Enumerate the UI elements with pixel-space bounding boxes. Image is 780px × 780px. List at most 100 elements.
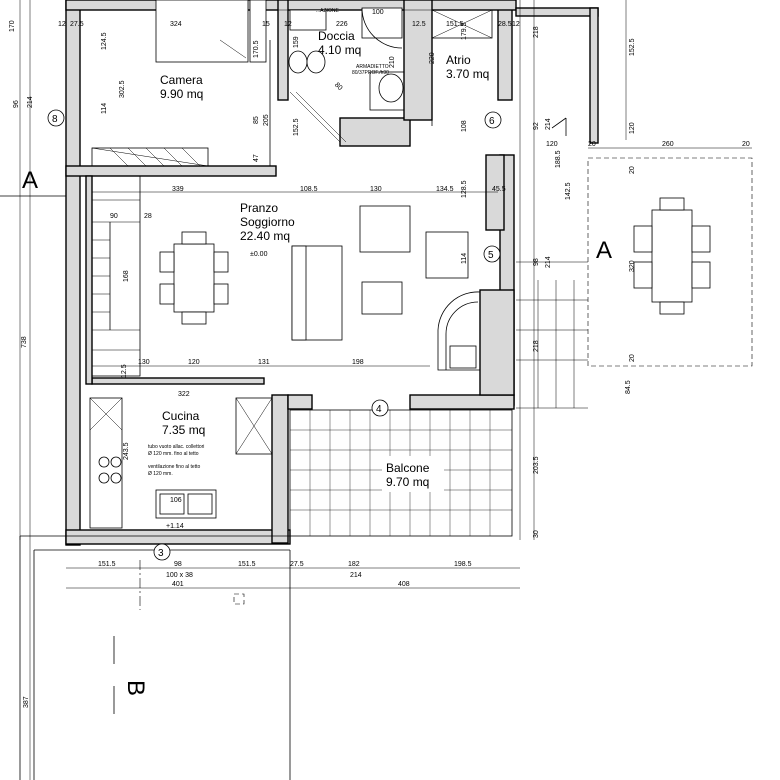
dim-right-6: 20 xyxy=(629,354,636,362)
dim-int-3: 134.5 xyxy=(436,186,454,193)
dim-int-12: 130 xyxy=(138,359,150,366)
dim-b1-5: 198.5 xyxy=(454,561,472,568)
dim-int-23: 220 xyxy=(429,52,436,64)
dim-top-9: 12 xyxy=(512,21,520,28)
dim-int-6: 131 xyxy=(258,359,270,366)
section-b: B xyxy=(122,680,149,696)
markers: 8 6 5 4 3 xyxy=(47,109,502,561)
dim-top-4: 12 xyxy=(284,21,292,28)
pranzo-level: ±0.00 xyxy=(250,251,268,258)
dim-right-10: 152.5 xyxy=(629,38,636,56)
dim-left-0: 170 xyxy=(9,20,16,32)
wardrobe-note-1: ARMADIETTO xyxy=(356,64,389,70)
dim-int-35: 84.5 xyxy=(625,380,632,394)
dim-int-36: 106 xyxy=(170,497,182,504)
dim-top-6: 12.5 xyxy=(412,21,426,28)
living-room: Pranzo Soggiorno 22.40 mq ±0.00 xyxy=(91,175,481,377)
dim-int-1: 108.5 xyxy=(300,186,318,193)
dim-int-18: 100 xyxy=(372,9,384,16)
cucina-room: Cucina 7.35 mq tubo vuoto allac. collett… xyxy=(89,397,273,529)
dim-int-32: 218 xyxy=(533,340,540,352)
cucina-name: Cucina xyxy=(162,409,200,423)
dim-top-7: 151.5 xyxy=(446,21,464,28)
dimension-lines xyxy=(19,0,752,780)
atrio-room: Atrio 3.70 mq xyxy=(431,40,489,126)
dim-right-3: 20 xyxy=(742,141,750,148)
pranzo-name-2: Soggiorno xyxy=(240,215,295,229)
dim-int-19: 85 xyxy=(253,116,260,124)
doccia-name: Doccia xyxy=(318,29,355,43)
atrio-name: Atrio xyxy=(446,53,471,67)
dim-int-26: 218 xyxy=(533,26,540,38)
dim-int-10: 28 xyxy=(144,213,152,220)
marker-6: 6 xyxy=(489,116,495,127)
dim-b3-1: 408 xyxy=(398,581,410,588)
cucina-note-4: Ø 120 mm. xyxy=(148,471,173,477)
dim-int-38: 243.5 xyxy=(123,442,130,460)
dim-int-28: 214 xyxy=(545,118,552,130)
cucina-note-2: Ø 120 mm. fino al tetto xyxy=(148,451,199,457)
dim-int-2: 130 xyxy=(370,186,382,193)
cucina-note-3: ventilazione fino al tetto xyxy=(148,464,200,470)
dim-int-29: 128.5 xyxy=(461,180,468,198)
dim-int-33: 203.5 xyxy=(533,456,540,474)
wardrobe-note-2: 80/37PROF./h90 xyxy=(352,70,389,76)
pranzo-name-1: Pranzo xyxy=(240,201,278,215)
marker-3: 3 xyxy=(158,548,164,559)
dim-b2-0: 100 x 38 xyxy=(166,572,193,579)
dim-int-27: 92 xyxy=(533,122,540,130)
terrace xyxy=(516,157,753,409)
dim-b1-2: 151.5 xyxy=(238,561,256,568)
dim-int-24: 179.5 xyxy=(461,22,468,40)
dim-b3-0: 401 xyxy=(172,581,184,588)
dim-right-8: 188.5 xyxy=(555,150,562,168)
dim-int-25: 108 xyxy=(461,120,468,132)
dim-top-8: 28.5 xyxy=(498,21,512,28)
dim-int-34: 30 xyxy=(533,530,540,538)
staircase xyxy=(91,175,141,377)
dim-int-21: 47 xyxy=(253,154,260,162)
cucina-area: 7.35 mq xyxy=(162,423,205,437)
dim-top-5: 226 xyxy=(336,21,348,28)
dim-left-1: 124.5 xyxy=(101,32,108,50)
balcone-area: 9.70 mq xyxy=(386,475,429,489)
wardrobe-note-3: ...AZIONE xyxy=(316,8,339,14)
dim-int-22: 152.5 xyxy=(293,118,300,136)
dim-int-20: 205 xyxy=(263,114,270,126)
cucina-note-1: tubo vuoto allac. collettori xyxy=(148,444,204,450)
dim-int-30: 114 xyxy=(461,253,468,264)
dim-top-1: 27.5 xyxy=(70,21,84,28)
dim-left-5: 114 xyxy=(101,103,108,114)
dim-int-7: 198 xyxy=(352,359,364,366)
dim-b1-0: 151.5 xyxy=(98,561,116,568)
camera-room: Camera 9.90 mq xyxy=(91,0,271,167)
camera-area: 9.90 mq xyxy=(160,87,203,101)
atrio-area: 3.70 mq xyxy=(446,67,489,81)
dim-left-2: 302.5 xyxy=(119,80,126,98)
dim-left-6: 738 xyxy=(21,336,28,348)
dimension-text: 12 27.5 324 15 12 226 12.5 151.5 28.5 12… xyxy=(9,9,750,708)
marker-4: 4 xyxy=(376,404,382,415)
dim-left-3: 96 xyxy=(13,100,20,108)
dim-b1-1: 98 xyxy=(174,561,182,568)
dim-b2-1: 214 xyxy=(350,572,362,579)
dim-int-0: 339 xyxy=(172,186,184,193)
dim-right-1: 20 xyxy=(588,141,596,148)
dim-right-11: 120 xyxy=(629,122,636,134)
doccia-room: Doccia 4.10 mq ARMADIETTO 80/37PROF./h90… xyxy=(288,7,405,143)
camera-name: Camera xyxy=(160,73,203,87)
dim-int-5: 120 xyxy=(188,359,200,366)
marker-8: 8 xyxy=(52,114,58,125)
doccia-area: 4.10 mq xyxy=(318,43,361,57)
balcone-name: Balcone xyxy=(386,461,430,475)
dim-int-13: 12.5 xyxy=(121,364,128,378)
dim-int-9: 90 xyxy=(110,213,118,220)
dim-right-7: 142.5 xyxy=(565,182,572,200)
dim-int-4: 45.5 xyxy=(492,186,506,193)
dim-b-side: 387 xyxy=(23,696,30,708)
dim-int-11: 168 xyxy=(123,270,130,282)
dim-b1-4: 182 xyxy=(348,561,360,568)
dim-top-0: 12 xyxy=(58,21,66,28)
lower-area xyxy=(19,535,291,780)
